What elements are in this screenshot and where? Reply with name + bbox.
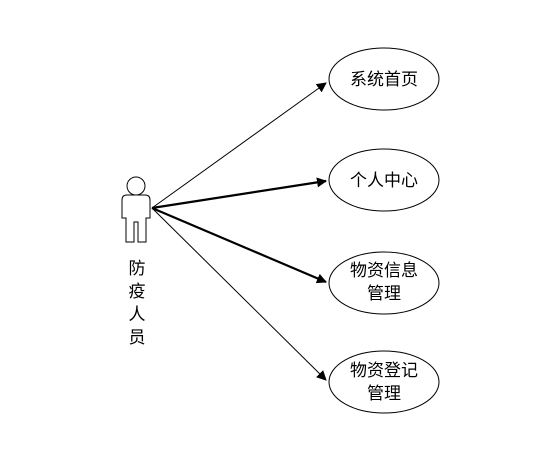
- association-line-4: [151, 207, 327, 381]
- association-line-2: [151, 177, 327, 210]
- association-line-3: [151, 206, 327, 284]
- actor-name-char-1: 防: [129, 259, 146, 279]
- use-case-material-info-management: 物资信息 管理: [328, 251, 440, 315]
- use-case-label-line-1: 物资登记: [350, 361, 418, 381]
- use-case-ellipse: [328, 251, 440, 315]
- actor-body: [121, 194, 151, 243]
- actor-name-char-4: 员: [129, 328, 146, 348]
- use-case-label-line-1: 物资信息: [350, 261, 418, 281]
- association-line-1: [151, 82, 327, 209]
- use-case-label-line-2: 管理: [367, 384, 401, 404]
- use-case-home: 系统首页: [328, 47, 440, 111]
- actor-name-char-2: 疫: [129, 282, 146, 302]
- actor-head: [126, 176, 146, 196]
- actor-name: 防 疫 人 员: [129, 259, 146, 348]
- use-case-ellipse: [328, 148, 440, 212]
- use-case-personal-center: 个人中心: [328, 148, 440, 212]
- use-case-ellipse: [328, 47, 440, 111]
- use-case-label: 个人中心: [350, 171, 418, 191]
- actor-figure: [121, 176, 151, 243]
- use-case-label-line-2: 管理: [367, 284, 401, 304]
- actor-name-char-3: 人: [129, 305, 146, 325]
- use-case-ellipse: [328, 350, 440, 414]
- use-case-material-registration-management: 物资登记 管理: [328, 350, 440, 414]
- use-case-label: 系统首页: [350, 70, 418, 90]
